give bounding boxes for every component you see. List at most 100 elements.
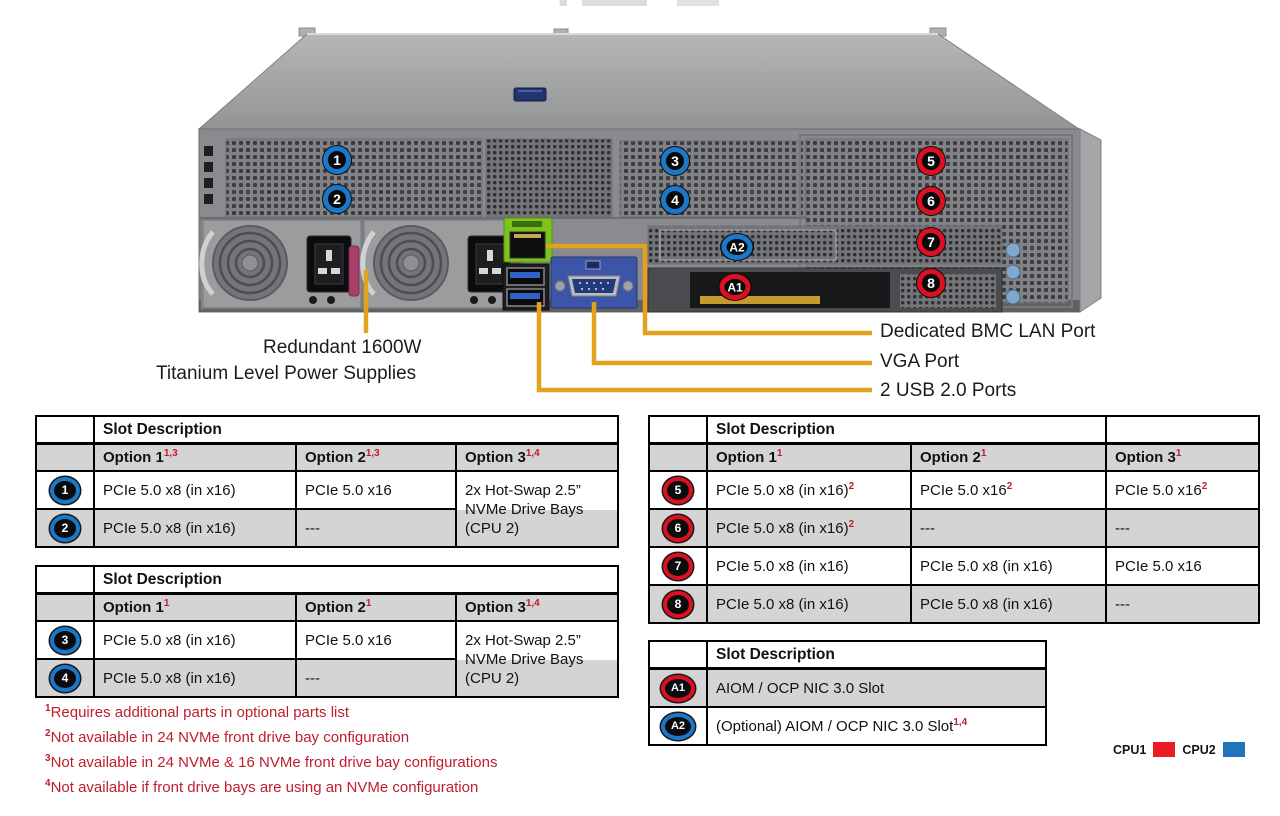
cell: PCIe 5.0 x16	[295, 470, 457, 510]
svg-text:A1: A1	[727, 281, 743, 295]
psu-handle	[360, 230, 376, 296]
footnote-2: 2Not available in 24 NVMe front drive ba…	[45, 728, 410, 746]
cell: PCIe 5.0 x8 (in x16)2	[706, 508, 912, 548]
slot-badge: 4	[50, 664, 80, 692]
slot-badge: 2	[50, 514, 80, 542]
table-header-row: Slot Description	[35, 415, 620, 445]
thumbscrews	[1005, 242, 1021, 305]
table-header-row: Slot Description	[648, 640, 1047, 670]
vga-callout-line	[591, 302, 872, 366]
option-2-header: Option 21,3	[295, 442, 457, 472]
cpu1-label: CPU1	[1113, 742, 1147, 757]
chassis-lid	[197, 27, 1081, 130]
vga-port	[550, 256, 638, 309]
option-header-row: Option 11,3 Option 21,3 Option 31,4	[35, 442, 620, 472]
cell: PCIe 5.0 x8 (in x16)	[93, 508, 297, 548]
usb-callout-line	[536, 302, 872, 393]
option-header-row: Option 11 Option 21 Option 31	[648, 442, 1261, 472]
psu-handle	[199, 230, 215, 296]
slot-badge: A2	[661, 712, 695, 740]
table-header-row: Slot Description	[35, 565, 620, 595]
cell: PCIe 5.0 x8 (in x16)	[909, 584, 1108, 624]
psu-label-line1: Redundant 1600W	[263, 337, 422, 358]
table-header-row: Slot Description	[648, 415, 1261, 445]
bmc-lan-port	[503, 217, 553, 263]
slot-badge-8: 8	[916, 268, 946, 298]
slot-badge-4: 4	[660, 185, 690, 215]
cpu2-color-swatch	[1222, 742, 1245, 757]
slot-badge: 8	[663, 590, 693, 618]
cropped-title-fragment	[548, 0, 738, 6]
cell: ---	[1105, 508, 1261, 548]
table-row: 1 PCIe 5.0 x8 (in x16) PCIe 5.0 x16 2x H…	[35, 470, 620, 548]
cell: PCIe 5.0 x16	[1105, 546, 1261, 586]
svg-text:6: 6	[927, 193, 935, 209]
cell: ---	[295, 658, 457, 698]
svg-text:1: 1	[333, 152, 341, 168]
table-title: Slot Description	[92, 565, 620, 595]
svg-text:5: 5	[927, 153, 935, 169]
cell: PCIe 5.0 x8 (in x16)	[93, 658, 297, 698]
svg-text:2: 2	[333, 191, 341, 207]
vga-label: VGA Port	[880, 351, 960, 372]
slot-table-5-8: Slot Description Option 11 Option 21 Opt…	[648, 415, 1261, 624]
option-2-header: Option 21	[909, 442, 1108, 472]
option-2-header: Option 21	[295, 592, 457, 622]
slot-badge: 6	[663, 514, 693, 542]
cell: ---	[1105, 584, 1261, 624]
option-header-row: Option 11 Option 21 Option 31,4	[35, 592, 620, 622]
option-1-header: Option 11	[93, 592, 297, 622]
psu-release-clip	[348, 245, 360, 297]
psu-label-line2: Titanium Level Power Supplies	[156, 363, 417, 384]
table-title: Slot Description	[705, 415, 1108, 445]
table-row: 4 PCIe 5.0 x8 (in x16) ---	[35, 658, 618, 698]
merged-cell: 2x Hot-Swap 2.5”NVMe Drive Bays(CPU 2)	[454, 470, 620, 548]
slot-badge-2: 2	[322, 184, 352, 214]
aiom-slot-a1	[647, 267, 1003, 313]
slot-badge-a2: A2	[720, 233, 754, 261]
option-1-header: Option 11	[706, 442, 912, 472]
slot-badge: 5	[663, 476, 693, 504]
option-1-header: Option 11,3	[93, 442, 297, 472]
table-row: 8 PCIe 5.0 x8 (in x16) PCIe 5.0 x8 (in x…	[648, 584, 1261, 624]
server-rear-image: 1 2 3 4 5 6 7 8	[197, 27, 1102, 393]
svg-text:7: 7	[927, 234, 935, 250]
cell: PCIe 5.0 x162	[909, 470, 1108, 510]
slot-badge: 3	[50, 626, 80, 654]
cell: ---	[295, 508, 457, 548]
cpu1-color-swatch	[1153, 742, 1176, 757]
footnote-3: 3Not available in 24 NVMe & 16 NVMe fron…	[45, 753, 498, 771]
usb-label: 2 USB 2.0 Ports	[880, 380, 1017, 401]
table-title: Slot Description	[706, 640, 1047, 670]
table-title: Slot Description	[92, 415, 620, 445]
slot-grille-1-2	[225, 138, 483, 218]
merged-cell: 2x Hot-Swap 2.5”NVMe Drive Bays(CPU 2)	[454, 620, 620, 698]
table-row: 5 PCIe 5.0 x8 (in x16)2 PCIe 5.0 x162 PC…	[648, 470, 1261, 510]
table-row: A1 AIOM / OCP NIC 3.0 Slot	[648, 667, 1047, 708]
cell: ---	[909, 508, 1108, 548]
slot-badge-6: 6	[916, 186, 946, 216]
psu-1	[199, 219, 362, 309]
table-row: A2 (Optional) AIOM / OCP NIC 3.0 Slot1,4	[648, 706, 1047, 746]
svg-text:3: 3	[671, 153, 679, 169]
table-row: 2 PCIe 5.0 x8 (in x16) ---	[35, 508, 618, 548]
usb-ports	[502, 263, 550, 311]
cell: PCIe 5.0 x16	[295, 620, 457, 660]
svg-text:4: 4	[671, 192, 679, 208]
cell: PCIe 5.0 x8 (in x16)	[706, 584, 912, 624]
cell: PCIe 5.0 x162	[1105, 470, 1261, 510]
cell: PCIe 5.0 x8 (in x16)	[93, 620, 297, 660]
table-row: 6 PCIe 5.0 x8 (in x16)2 --- ---	[648, 508, 1261, 548]
svg-text:A2: A2	[729, 241, 745, 255]
slot-table-aiom: Slot Description A1 AIOM / OCP NIC 3.0 S…	[648, 640, 1047, 746]
slot-badge-3: 3	[660, 146, 690, 176]
slot-badge: 1	[50, 476, 80, 504]
cell: PCIe 5.0 x8 (in x16)2	[706, 470, 912, 510]
slot-badge-1: 1	[322, 145, 352, 175]
option-3-header: Option 31,4	[454, 592, 620, 622]
footnote-4: 4Not available if front drive bays are u…	[45, 778, 479, 796]
slot-badge-a1: A1	[718, 273, 752, 301]
svg-text:8: 8	[927, 275, 935, 291]
power-supplies	[199, 218, 524, 310]
